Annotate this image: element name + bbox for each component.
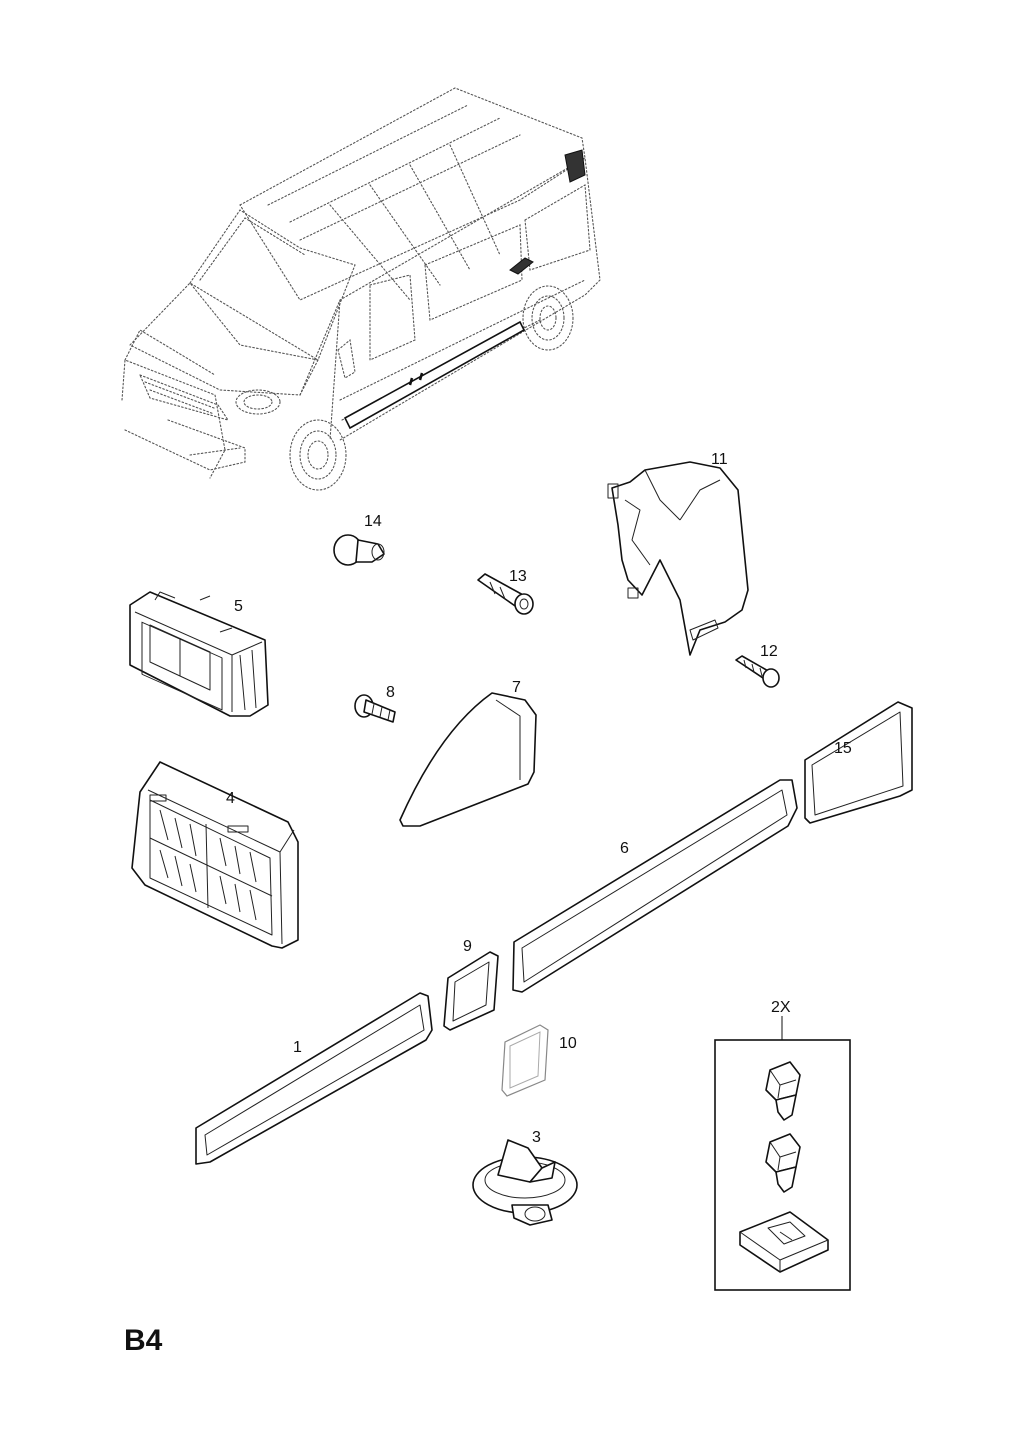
callout-14: 14: [364, 513, 382, 530]
callout-3: 3: [532, 1129, 541, 1146]
fastener-clip-a: [765, 1061, 801, 1121]
part-6-door-moulding: [512, 779, 798, 993]
callout-13: 13: [509, 568, 527, 585]
part-1-front-moulding: [195, 992, 433, 1165]
part-7-end-cap: [399, 692, 537, 827]
van-side-moulding: [343, 320, 526, 430]
callout-12: 12: [760, 643, 778, 660]
callout-1: 1: [293, 1039, 302, 1056]
fastener-nut-plate: [739, 1211, 829, 1273]
callout-9: 9: [463, 938, 472, 955]
callout-11: 11: [711, 451, 728, 468]
van-illustration: [121, 87, 601, 491]
part-13-plug: [477, 573, 534, 615]
callout-2x: 2X: [771, 999, 791, 1016]
callout-10: 10: [559, 1035, 577, 1052]
callout-4: 4: [226, 790, 235, 807]
part-10-adhesive-pad: [501, 1024, 549, 1097]
callout-8: 8: [386, 684, 395, 701]
callout-15: 15: [834, 740, 852, 757]
part-14-clip: [333, 534, 385, 566]
part-9-moulding-piece: [443, 951, 499, 1031]
page-reference: B4: [124, 1324, 163, 1357]
callout-7: 7: [512, 679, 521, 696]
callout-6: 6: [620, 840, 629, 857]
part-2-fastener-set: [714, 1016, 851, 1291]
part-8-bolt: [354, 694, 396, 723]
rear-lamp: [564, 149, 586, 183]
part-3-retaining-clip: [472, 1139, 578, 1226]
callout-5: 5: [234, 598, 243, 615]
side-marker: [509, 257, 534, 275]
part-15-rear-moulding: [804, 701, 913, 824]
part-5-vent-grille: [129, 591, 269, 717]
part-12-screw: [735, 655, 780, 688]
fastener-clip-b: [765, 1133, 801, 1193]
part-11-corner-cap: [607, 461, 749, 656]
part-4-air-grille: [131, 761, 299, 949]
